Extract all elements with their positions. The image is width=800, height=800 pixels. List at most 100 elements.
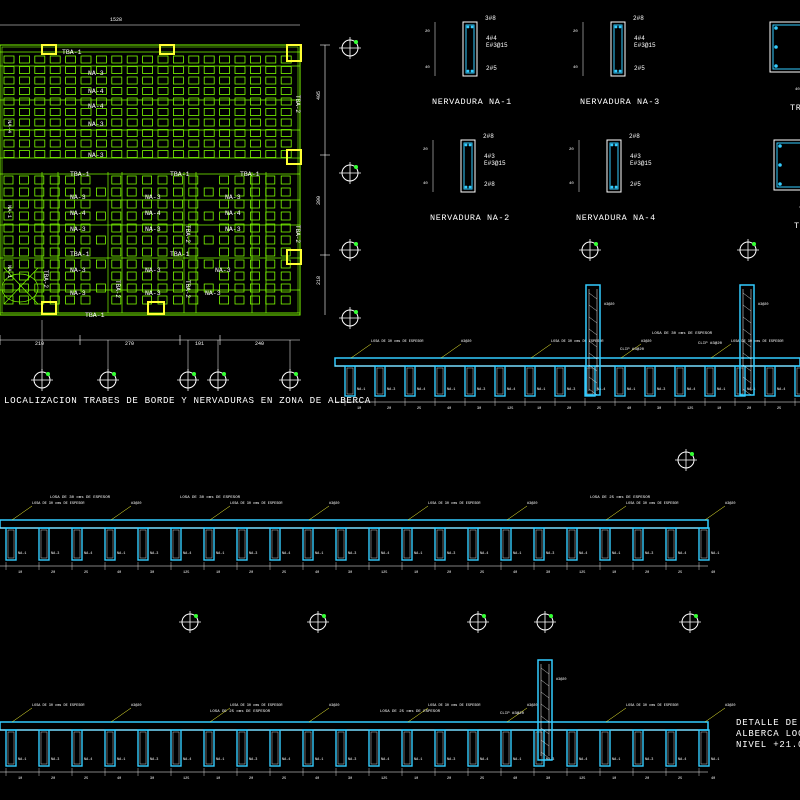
waffle-void bbox=[172, 271, 183, 281]
note-leader bbox=[704, 707, 726, 723]
note-text: LOSA DE 30 cms DE ESPESOR bbox=[230, 704, 283, 708]
waffle-void bbox=[126, 271, 137, 281]
bottom-bars: 2#5 bbox=[634, 65, 645, 72]
rib-core bbox=[667, 529, 675, 559]
section-title: NERVADURA NA-4 bbox=[576, 213, 656, 223]
beam-label: NA-3 bbox=[70, 194, 86, 201]
waffle-void bbox=[157, 87, 169, 95]
rib-stirrup bbox=[344, 365, 356, 397]
waffle-void bbox=[219, 108, 231, 116]
rib-label: NA-4 bbox=[183, 552, 191, 556]
beam-label-vertical: TBA-2 bbox=[294, 95, 301, 113]
waffle-void bbox=[157, 108, 169, 116]
dimension-text: 25 bbox=[84, 571, 88, 575]
note-text: #3@20 bbox=[641, 339, 652, 344]
beam-label: NA-3 bbox=[145, 226, 161, 233]
rib-core bbox=[106, 529, 114, 559]
note-text: #3@20 bbox=[527, 501, 538, 506]
waffle-void bbox=[111, 97, 123, 106]
waffle-void bbox=[18, 223, 29, 233]
bottom-bars: 2#5 bbox=[630, 181, 641, 188]
rib-label: NA-1 bbox=[711, 552, 719, 556]
rib-label: NA-1 bbox=[117, 552, 125, 556]
waffle-void bbox=[80, 66, 92, 74]
waffle-void bbox=[80, 187, 91, 197]
section-3: 40TRABE DE BO bbox=[769, 21, 800, 113]
waffle-void bbox=[265, 295, 276, 305]
waffle-void bbox=[172, 87, 184, 95]
dimension-text: 20 bbox=[567, 407, 571, 411]
waffle-void bbox=[157, 139, 169, 148]
waffle-void bbox=[234, 223, 245, 233]
note-text: LOSA DE 30 cms DE ESPESOR bbox=[428, 502, 481, 506]
waffle-void bbox=[3, 211, 14, 221]
waffle-void bbox=[188, 295, 199, 305]
waffle-void bbox=[219, 118, 231, 127]
waffle-void bbox=[34, 55, 46, 64]
rib-label: NA-4 bbox=[678, 552, 686, 556]
waffle-void bbox=[234, 118, 246, 127]
rib-stirrup bbox=[764, 365, 776, 397]
waffle-void bbox=[142, 259, 153, 269]
rib-label: NA-3 bbox=[249, 758, 257, 762]
rib-label: NA-3 bbox=[150, 552, 158, 556]
rib-stirrup bbox=[665, 729, 677, 767]
waffle-void bbox=[49, 66, 61, 74]
wall-left: #3@20 bbox=[585, 284, 615, 396]
waffle-void bbox=[203, 97, 215, 106]
rib-label: NA-4 bbox=[381, 758, 389, 762]
waffle-void bbox=[18, 118, 30, 127]
rebar bbox=[614, 25, 618, 29]
dimension-text: 30 bbox=[348, 777, 352, 781]
waffle-void bbox=[234, 66, 246, 74]
waffle-void bbox=[96, 66, 107, 74]
rib-core bbox=[616, 367, 624, 395]
beam-label-vertical: TBA-2 bbox=[114, 280, 121, 298]
rib-stirrup bbox=[170, 527, 182, 561]
note-text: #3@20 bbox=[131, 703, 142, 708]
rib-label: NA-3 bbox=[348, 552, 356, 556]
column-block bbox=[147, 301, 165, 315]
waffle-void bbox=[188, 76, 200, 85]
axis-dot bbox=[46, 372, 50, 376]
waffle-void bbox=[172, 211, 183, 221]
waffle-void bbox=[249, 247, 260, 257]
waffle-void bbox=[172, 247, 183, 257]
waffle-void bbox=[188, 259, 199, 269]
axis-marker bbox=[339, 307, 361, 329]
rib-stirrup bbox=[467, 729, 479, 767]
top-bars: 2#8 bbox=[633, 15, 644, 22]
waffle-void bbox=[65, 271, 75, 281]
slab-note: LOSA DE 25 cms DE ESPESOR bbox=[210, 710, 271, 714]
rib-core bbox=[172, 731, 180, 765]
waffle-void bbox=[265, 97, 277, 106]
waffle-void bbox=[111, 108, 123, 116]
waffle-void bbox=[80, 139, 92, 148]
beam-label: TBA-1 bbox=[70, 251, 90, 258]
dimension-text: 30 bbox=[348, 571, 352, 575]
dimension-text: 40 bbox=[447, 407, 451, 411]
waffle-void bbox=[34, 76, 46, 85]
waffle-void bbox=[65, 97, 76, 106]
waffle-void bbox=[249, 139, 261, 148]
waffle-void bbox=[265, 271, 276, 281]
mid-bars: 4#4 bbox=[634, 35, 645, 42]
note-text: LOSA DE 30 cms DE ESPESOR bbox=[551, 340, 604, 344]
waffle-void bbox=[157, 295, 168, 305]
waffle-void bbox=[96, 259, 106, 269]
dimension-text: 40 bbox=[569, 182, 574, 186]
rib-label: NA-3 bbox=[645, 758, 653, 762]
rib-label: NA-1 bbox=[627, 388, 635, 392]
waffle-void bbox=[280, 76, 292, 85]
waffle-void bbox=[219, 97, 231, 106]
dimension-text: 30 bbox=[546, 777, 550, 781]
bottom-bars: 2#5 bbox=[486, 65, 497, 72]
waffle-void bbox=[219, 129, 231, 137]
waffle-void bbox=[188, 150, 200, 158]
beam-label-vertical: NA-1 bbox=[6, 205, 13, 219]
waffle-void bbox=[157, 187, 168, 197]
wall-stirrup bbox=[588, 316, 598, 324]
note-leader bbox=[110, 505, 132, 521]
waffle-void bbox=[126, 66, 138, 74]
